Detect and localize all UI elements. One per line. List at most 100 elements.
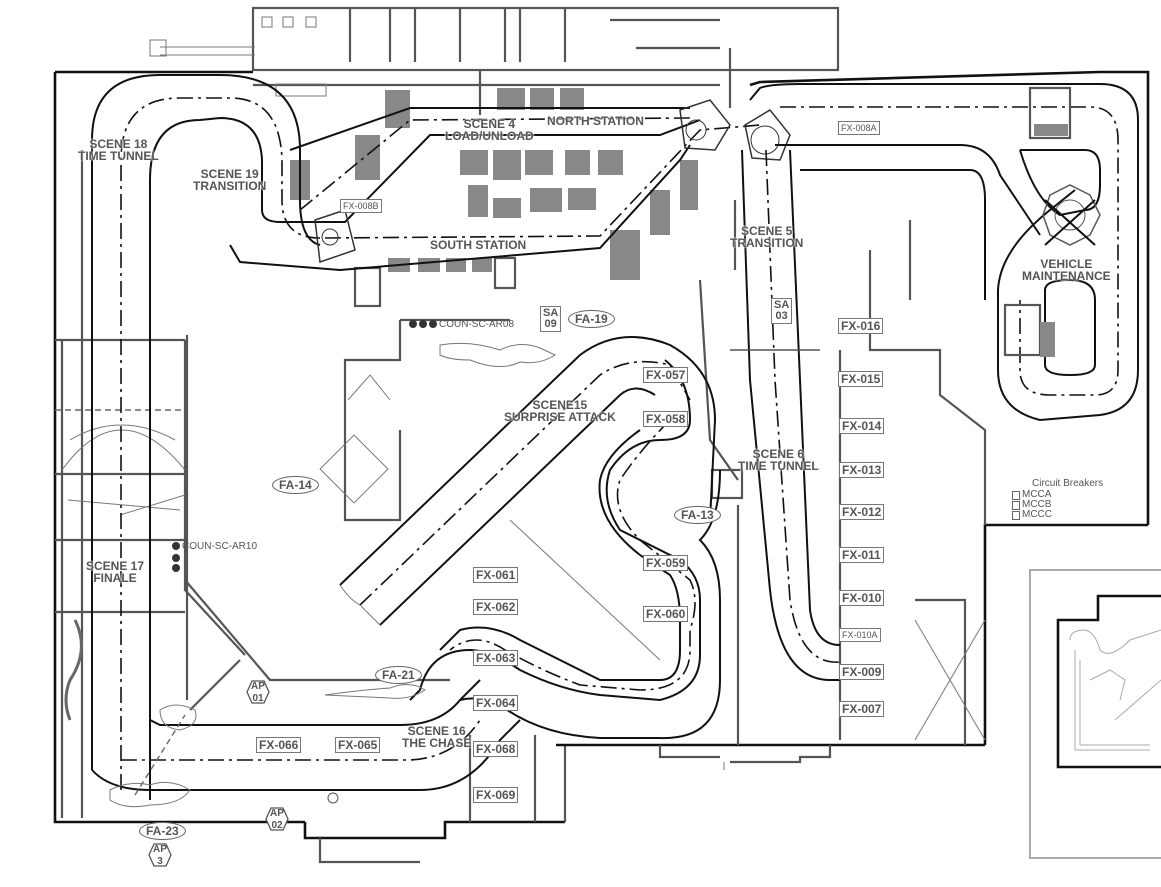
fx-tag-060[interactable]: FX-060 (643, 606, 689, 622)
control-panel-ar10-label: COUN-SC-AR10 (182, 541, 258, 552)
scene-17-subtitle: FINALE (93, 571, 137, 585)
breaker-mccc[interactable]: MCCC (1012, 510, 1052, 520)
circuit-breaker-list: MCCA MCCB MCCC (1012, 490, 1052, 520)
fx-tag-010a[interactable]: FX-010A (839, 628, 881, 642)
scene-19-subtitle: TRANSITION (193, 179, 267, 193)
fx-tag-012[interactable]: FX-012 (839, 504, 885, 520)
sa-tag-09-line2: 09 (544, 318, 557, 330)
indicator-dot-icon (429, 320, 437, 329)
ap-tag-01-line2: 01 (252, 693, 264, 704)
fx-tag-010[interactable]: FX-010 (839, 590, 885, 606)
circuit-breakers-label: Circuit Breakers (1032, 478, 1104, 489)
fx-tag-064[interactable]: FX-064 (473, 695, 519, 711)
scene-16-subtitle: THE CHASE (402, 736, 472, 750)
vehicle-maintenance-title: VEHICLE (1040, 257, 1093, 271)
breaker-box-icon (1012, 510, 1020, 520)
indicator-dot-icon (172, 542, 180, 551)
breaker-mccc-label: MCCC (1022, 509, 1052, 520)
breaker-mccb-label: MCCB (1022, 499, 1052, 510)
fx-tag-057[interactable]: FX-057 (643, 367, 689, 383)
fx-tag-069[interactable]: FX-069 (473, 787, 519, 803)
indicator-dot-icon (419, 320, 427, 329)
scene-19-title: SCENE 19 (200, 167, 259, 181)
ap-tag-3-line2: 3 (157, 856, 163, 867)
scene-6-subtitle: TIME TUNNEL (738, 459, 819, 473)
ap-tag-02-line2: 02 (271, 820, 283, 831)
fa-tag-19[interactable]: FA-19 (568, 310, 615, 328)
breaker-mcca-label: MCCA (1022, 489, 1052, 500)
fx-tag-007[interactable]: FX-007 (839, 701, 885, 717)
fx-tag-065[interactable]: FX-065 (335, 737, 381, 753)
control-panel-ar08[interactable]: COUN-SC-AR08 (409, 319, 514, 330)
fa-tag-13[interactable]: FA-13 (674, 506, 721, 524)
vehicle-maintenance-subtitle: MAINTENANCE (1022, 269, 1111, 283)
ride-track (91, 74, 1139, 800)
props (64, 342, 557, 808)
scene-5-subtitle: TRANSITION (730, 236, 804, 250)
fx-tag-015[interactable]: FX-015 (838, 371, 884, 387)
fx-tag-008a[interactable]: FX-008A (838, 121, 880, 135)
breaker-mccb[interactable]: MCCB (1012, 500, 1052, 510)
fx-tag-009[interactable]: FX-009 (839, 664, 885, 680)
inset-minimap (1029, 569, 1161, 859)
fx-tag-011[interactable]: FX-011 (839, 547, 884, 563)
fx-tag-066[interactable]: FX-066 (256, 737, 302, 753)
fx-tag-061[interactable]: FX-061 (473, 567, 519, 583)
scene-15-subtitle: SURPRISE ATTACK (504, 410, 616, 424)
fx-tag-016[interactable]: FX-016 (838, 318, 884, 334)
west-corridor (55, 150, 450, 818)
scene-5-title: SCENE 5 (740, 224, 793, 238)
fx-tag-013[interactable]: FX-013 (839, 462, 885, 478)
fx-tag-063[interactable]: FX-063 (473, 650, 519, 666)
hexagon-icon (148, 843, 172, 867)
ap-tag-02-line1: AP (270, 808, 284, 819)
fa-tag-21[interactable]: FA-21 (375, 666, 422, 684)
fa-tag-14[interactable]: FA-14 (272, 476, 319, 494)
north-rooms (149, 6, 840, 115)
ap-tag-3-line1: AP (153, 844, 167, 855)
fx-tag-068[interactable]: FX-068 (473, 741, 519, 757)
north-station-label: NORTH STATION (547, 114, 644, 128)
sa-tag-09-line1: SA (543, 307, 559, 319)
fx-tag-062[interactable]: FX-062 (473, 599, 519, 615)
station-seating (275, 83, 698, 280)
fx-tag-008b[interactable]: FX-008B (340, 199, 382, 213)
scene-16-title: SCENE 16 (407, 724, 466, 738)
scene-18-subtitle: TIME TUNNEL (78, 149, 159, 163)
hexagon-icon (265, 807, 289, 831)
scene-15-title: SCENE15 (532, 398, 588, 412)
indicator-dot-icon (172, 564, 180, 572)
fx-tag-058[interactable]: FX-058 (643, 411, 689, 427)
breaker-box-icon (1012, 500, 1020, 510)
ap-tag-01-line1: AP (251, 681, 265, 692)
fx-tag-059[interactable]: FX-059 (643, 555, 689, 571)
control-panel-ar10[interactable]: COUN-SC-AR10 (172, 541, 257, 552)
control-panel-ar10-dots (172, 554, 182, 572)
scene-17-title: SCENE 17 (86, 559, 145, 573)
fa-tag-23[interactable]: FA-23 (139, 822, 186, 840)
scene-4-title: SCENE 4 (463, 117, 516, 131)
breaker-box-icon (1012, 490, 1020, 500)
hexagon-icon (246, 680, 270, 704)
control-panel-ar08-label: COUN-SC-AR08 (439, 319, 515, 330)
sa-tag-03-line2: 03 (775, 310, 788, 322)
sa-tag-03-line1: SA (774, 299, 790, 311)
scene-6-title: SCENE 6 (752, 447, 805, 461)
fx-tag-014[interactable]: FX-014 (839, 418, 885, 434)
south-station-label: SOUTH STATION (430, 238, 527, 252)
breaker-mcca[interactable]: MCCA (1012, 490, 1052, 500)
